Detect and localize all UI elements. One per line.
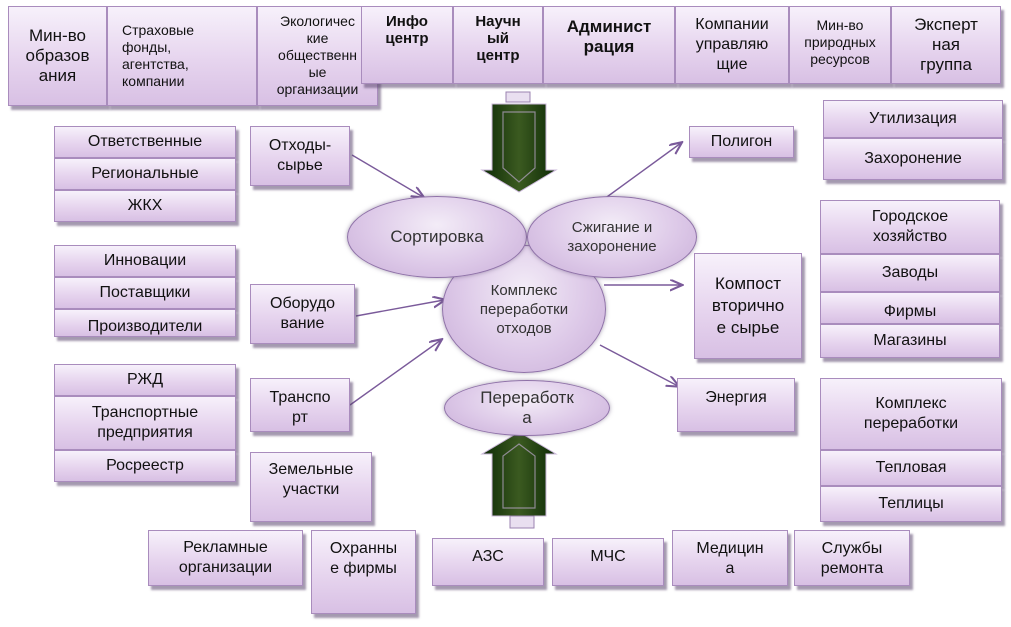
label: Компост вторично е сырье: [711, 274, 785, 337]
box-azs: АЗС: [432, 538, 544, 586]
box-poligon: Полигон: [689, 126, 794, 158]
label: Теплицы: [878, 495, 944, 512]
label: Земельные участки: [268, 461, 354, 498]
box-regionalnye: Региональные: [54, 158, 236, 190]
label: Научн ый центр: [475, 13, 521, 64]
label: Производители: [87, 318, 203, 335]
box-kompost: Компост вторично е сырье: [694, 253, 802, 359]
box-eco-org: Экологичес кие общественн ые организации: [257, 6, 378, 106]
box-proizvoditeli: Производители: [54, 309, 236, 337]
box-teplicy: Теплицы: [820, 486, 1002, 522]
label: Транспортные предприятия: [91, 404, 199, 441]
box-othody-syrie: Отходы- сырье: [250, 126, 350, 186]
arrow-kompleks-energiya: [599, 344, 678, 386]
label: Рекламные организации: [178, 539, 273, 576]
box-zahoronenie: Захоронение: [823, 138, 1003, 180]
label: Инфо центр: [385, 13, 429, 47]
box-kompleks-pererab: Комплекс переработки: [820, 378, 1002, 450]
label: Полигон: [710, 133, 773, 150]
ellipse-pererabotka: Переработк а: [444, 380, 610, 436]
box-info-centr: Инфо центр: [361, 6, 453, 84]
label: АЗС: [472, 548, 504, 565]
label: РЖД: [126, 371, 164, 388]
box-postavshiki: Поставщики: [54, 277, 236, 309]
label: Поставщики: [99, 284, 191, 301]
label: Отходы- сырье: [268, 137, 332, 174]
box-ohrana: Охранны е фирмы: [311, 530, 416, 614]
label: Утилизация: [869, 110, 957, 127]
box-zemelnye: Земельные участки: [250, 452, 372, 522]
box-sluzhby: Службы ремонта: [794, 530, 910, 586]
label: Магазины: [873, 332, 947, 349]
arrow-szhiganie-poligon: [599, 143, 681, 203]
label: Комплекс переработки: [863, 395, 959, 432]
label: Медицин а: [696, 540, 764, 577]
label: Админист рация: [566, 17, 652, 56]
box-firmy: Фирмы: [820, 292, 1000, 324]
label: Энергия: [705, 389, 767, 406]
label: Ответственные: [87, 133, 203, 150]
box-oborudovanie: Оборудо вание: [250, 284, 355, 344]
box-innovacii: Инновации: [54, 245, 236, 277]
label: Экологичес кие общественн ые организации: [276, 13, 359, 97]
label: Заводы: [881, 264, 939, 281]
box-magaziny: Магазины: [820, 324, 1000, 358]
label: Комплекс переработки отходов: [479, 281, 569, 337]
label: Охранны е фирмы: [329, 540, 398, 577]
label: ЖКХ: [127, 197, 163, 214]
box-reklama: Рекламные организации: [148, 530, 303, 586]
box-zhkh: ЖКХ: [54, 190, 236, 222]
box-strahovye: Страховые фонды, агентства, компании: [107, 6, 257, 106]
label: Инновации: [103, 252, 187, 269]
box-nauch-centr: Научн ый центр: [453, 6, 543, 84]
label: Эксперт ная группа: [914, 15, 978, 74]
box-utilizaciya: Утилизация: [823, 100, 1003, 138]
arrow-oborud-kompleks: [355, 300, 444, 317]
box-transport: Транспо рт: [250, 378, 350, 432]
box-kompanii-upr: Компании управляю щие: [675, 6, 789, 84]
label: Городское хозяйство: [871, 208, 949, 245]
label: Страховые фонды, агентства, компании: [122, 22, 195, 89]
arrow-transport-kompleks: [349, 340, 441, 406]
box-administraciya: Админист рация: [543, 6, 675, 84]
label: Захоронение: [864, 150, 962, 167]
label: Компании управляю щие: [695, 16, 769, 73]
box-gorodskoe: Городское хозяйство: [820, 200, 1000, 254]
label: Переработк а: [480, 388, 574, 427]
box-min-prirodnyh: Мин-во природных ресурсов: [789, 6, 891, 84]
label: Фирмы: [883, 303, 937, 320]
label: Оборудо вание: [270, 295, 335, 332]
box-otvetstvennye: Ответственные: [54, 126, 236, 158]
arrow-othody-sortirovka: [351, 154, 423, 197]
box-energiya: Энергия: [677, 378, 795, 432]
label: Региональные: [91, 165, 199, 182]
ellipse-szhiganie: Сжигание и захоронение: [527, 196, 697, 278]
label: МЧС: [590, 548, 626, 565]
label: Росреестр: [106, 457, 184, 474]
label: Службы ремонта: [820, 540, 884, 577]
box-rzhd: РЖД: [54, 364, 236, 396]
label: Транспо рт: [269, 389, 331, 426]
down-arrow-top: [480, 91, 558, 193]
box-min-obrazovaniya: Мин-во образов ания: [8, 6, 107, 106]
box-expert-gruppa: Эксперт ная группа: [891, 6, 1001, 84]
box-medicina: Медицин а: [672, 530, 788, 586]
label: Сжигание и захоронение: [567, 219, 657, 255]
label: Мин-во образов ания: [25, 26, 90, 85]
ellipse-sortirovka: Сортировка: [347, 196, 527, 278]
box-teplovaya: Тепловая: [820, 450, 1002, 486]
box-rosreestr: Росреестр: [54, 450, 236, 482]
box-mchs: МЧС: [552, 538, 664, 586]
label: Тепловая: [875, 459, 947, 476]
label: Мин-во природных ресурсов: [804, 17, 876, 67]
box-transportnye: Транспортные предприятия: [54, 396, 236, 450]
up-arrow-bottom: [480, 431, 558, 529]
label: Сортировка: [390, 227, 484, 246]
box-zavody: Заводы: [820, 254, 1000, 292]
